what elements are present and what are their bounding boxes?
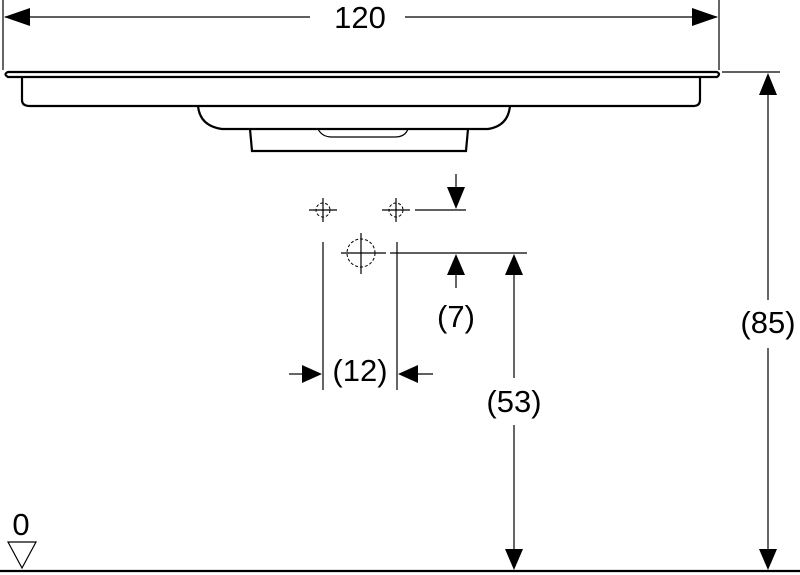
- width-dimension: 120: [2, 0, 720, 70]
- hole-spacing-dimension: (12): [289, 242, 433, 390]
- outlet-arrow-top: [505, 254, 523, 275]
- tap-hole-center-icon: [341, 233, 386, 274]
- outlet-height-dimension: (53): [486, 254, 542, 570]
- outlet-height-label: (53): [486, 384, 541, 419]
- tap-hole-right-icon: [382, 198, 410, 222]
- floor-reference-triangle-icon: [6, 541, 38, 570]
- basin-bowl: [196, 105, 512, 131]
- offset-arrow-top: [447, 187, 465, 209]
- offset-arrow-bottom: [447, 254, 465, 275]
- spacing-arrow-left: [302, 365, 322, 383]
- total-arrow-top: [759, 73, 777, 95]
- width-arrow-left: [4, 8, 30, 26]
- spacing-arrow-right: [398, 365, 418, 383]
- basin-body: [20, 77, 702, 108]
- total-arrow-bottom: [759, 549, 777, 570]
- hole-spacing-label: (12): [332, 353, 387, 388]
- width-arrow-right: [692, 8, 718, 26]
- hole-offset-label: (7): [437, 299, 475, 334]
- floor-label: 0: [12, 507, 29, 542]
- total-height-dimension: (85): [722, 71, 796, 570]
- hole-offset-dimension: (7): [390, 174, 527, 334]
- outlet-arrow-bottom: [505, 549, 523, 570]
- washbasin-profile: [4, 70, 721, 153]
- tap-hole-left-icon: [309, 198, 337, 222]
- basin-rim: [4, 70, 721, 79]
- width-label: 120: [334, 0, 386, 35]
- tap-hole-markers: [309, 198, 410, 274]
- total-height-label: (85): [740, 305, 795, 340]
- basin-bowl-detail: [317, 128, 409, 138]
- basin-base: [248, 128, 470, 153]
- floor-reference: 0: [0, 507, 800, 573]
